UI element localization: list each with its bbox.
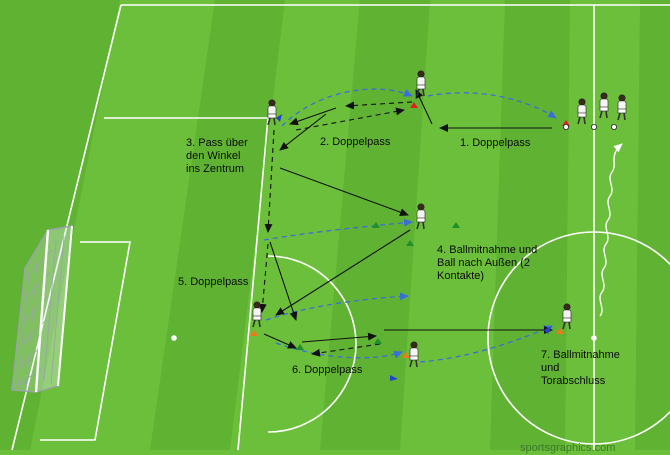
cone-green [296, 344, 304, 350]
cone-orange [250, 330, 258, 336]
center-spot [591, 335, 597, 341]
cone-blue [390, 375, 398, 381]
player [577, 98, 587, 125]
label-step-7: 7. Ballmitnahme und Torabschluss [541, 349, 620, 387]
dribble-path [599, 143, 623, 317]
cone-green [406, 240, 414, 246]
watermark: sportsgraphics.com [520, 442, 616, 454]
penalty-arc [267, 255, 357, 433]
cone-green [452, 222, 460, 228]
penalty-spot [171, 335, 177, 341]
players [252, 70, 627, 368]
player [617, 94, 627, 121]
center-circle [487, 231, 670, 445]
label-pass-3: 3. Pass über den Winkel ins Zentrum [186, 137, 248, 175]
ball [563, 124, 570, 131]
goal [11, 225, 73, 393]
label-pass-6: 6. Doppelpass [292, 364, 363, 376]
cone-orange [402, 352, 410, 358]
label-pass-1: 1. Doppelpass [460, 137, 531, 149]
player [416, 203, 426, 230]
cone-red [562, 120, 570, 126]
player [562, 303, 572, 330]
balls [563, 124, 618, 131]
cone-green [372, 222, 380, 228]
goal-area [40, 241, 131, 441]
player [599, 92, 609, 119]
cone-blue [276, 114, 282, 122]
cone-orange [556, 328, 564, 334]
ball [591, 124, 598, 131]
ball [611, 124, 618, 131]
cone-green [374, 338, 382, 344]
player [252, 301, 262, 328]
label-step-4: 4. Ballmitnahme und Ball nach Außen (2 K… [437, 244, 538, 282]
run-paths [263, 88, 557, 363]
label-pass-5: 5. Doppelpass [178, 276, 249, 288]
pass-arrows [258, 89, 553, 357]
cone-blue [544, 326, 552, 334]
player [267, 99, 277, 126]
cones [250, 102, 570, 381]
player [409, 341, 419, 368]
cone-red [410, 102, 418, 108]
player [416, 70, 426, 97]
label-pass-2: 2. Doppelpass [320, 136, 391, 148]
